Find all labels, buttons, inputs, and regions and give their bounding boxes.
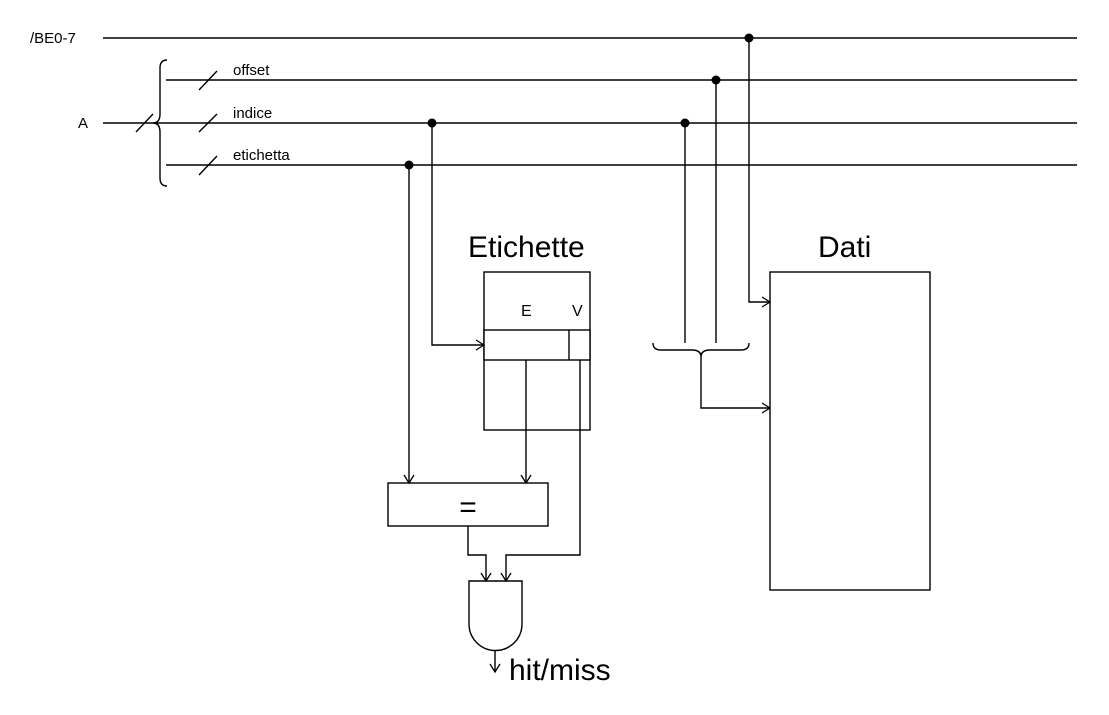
tag-slash <box>198 155 218 176</box>
address-to-data-wire <box>700 357 770 409</box>
comparator-symbol: = <box>459 491 477 524</box>
tag-to-comparator-arrow <box>403 474 415 485</box>
address-label: A <box>78 115 88 132</box>
valid-to-and-wire <box>505 360 581 581</box>
junctions <box>404 33 754 170</box>
index-label: indice <box>233 105 272 122</box>
comparator-to-and-arrow <box>480 572 492 583</box>
address-split-brace <box>152 59 168 187</box>
bus-lines <box>103 37 1077 166</box>
bus-slashes <box>135 70 218 176</box>
index-to-tags-arrow <box>475 339 486 351</box>
and-gate <box>468 580 523 652</box>
offset-slash <box>198 70 218 91</box>
address-slash <box>135 113 154 133</box>
offset-label: offset <box>233 62 270 79</box>
stored-tag-to-comparator-arrow <box>520 474 532 485</box>
data-title: Dati <box>818 231 871 264</box>
tags-col-v: V <box>572 303 583 320</box>
and-output-arrow <box>489 663 501 674</box>
address-to-data-arrow <box>761 402 772 414</box>
data-memory <box>769 271 931 591</box>
index-to-tags-wire <box>431 123 484 346</box>
be-to-data-wire <box>748 38 770 303</box>
index-offset-merge-brace <box>652 342 750 358</box>
tags-col-e: E <box>521 303 532 320</box>
be-to-data-arrow <box>761 296 772 308</box>
be-label: /BE0-7 <box>30 30 76 47</box>
tags-title: Etichette <box>468 231 585 264</box>
tag-label: etichetta <box>233 147 290 164</box>
tags-selected-row <box>483 329 591 361</box>
index-slash <box>198 113 218 133</box>
hit-miss-label: hit/miss <box>509 654 611 687</box>
valid-to-and-arrow <box>500 572 512 583</box>
comparator-to-and-wire <box>467 526 487 581</box>
